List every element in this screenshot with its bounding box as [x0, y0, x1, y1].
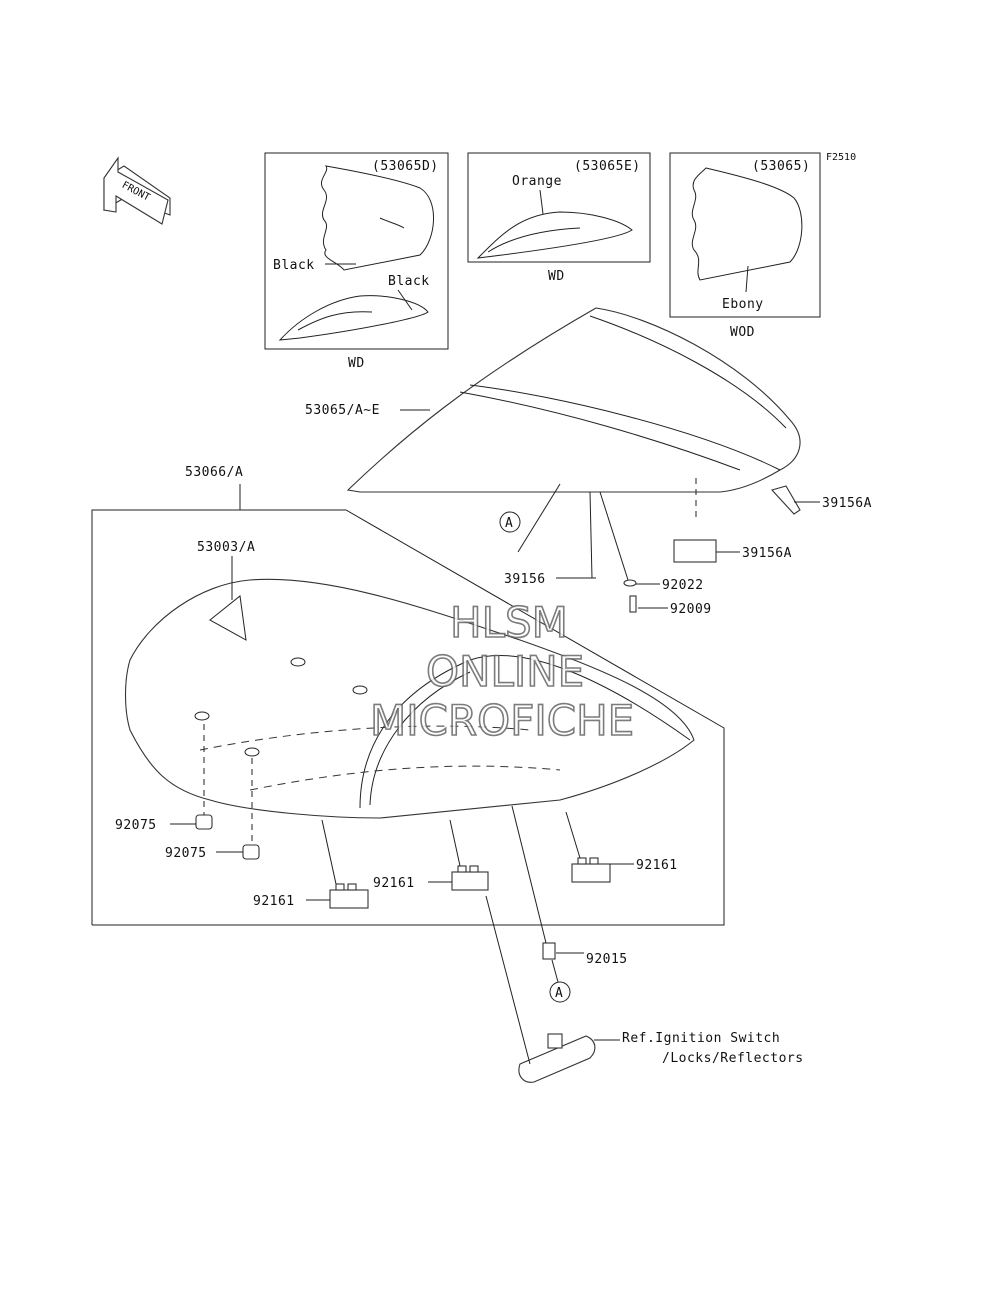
variant-box-53065E: (53065E) Orange WD — [467, 152, 651, 284]
label-53003: 53003/A — [197, 540, 255, 555]
label-92161-a: 92161 — [253, 894, 295, 909]
part-92022-washer — [599, 491, 660, 587]
color-label-black-1: Black — [273, 258, 315, 273]
label-92075-b: 92075 — [165, 846, 207, 861]
seat-cover — [346, 307, 801, 520]
figure-code: F2510 — [826, 152, 856, 163]
label-39156A-top: 39156A — [822, 496, 872, 511]
front-arrow-icon: FRONT — [103, 156, 171, 225]
ref-mark-a-lower — [549, 981, 571, 1003]
label-92161-b: 92161 — [373, 876, 415, 891]
variant-code: (53065D) — [372, 159, 439, 174]
variant-code: (53065E) — [574, 159, 641, 174]
watermark-line-1: HLSM — [450, 598, 568, 647]
variant-caption: WOD — [730, 325, 755, 340]
variant-code: (53065) — [752, 159, 810, 174]
variant-caption: WD — [348, 356, 365, 371]
watermark-line-3: MICROFICHE — [370, 696, 634, 745]
seat — [125, 578, 695, 819]
label-53065: 53065/A~E — [305, 403, 380, 418]
ref-mark-a-upper — [499, 511, 521, 533]
reference-line-1: Ref.Ignition Switch — [622, 1031, 780, 1046]
watermark-line-2: ONLINE — [426, 647, 584, 696]
label-92161-c: 92161 — [636, 858, 678, 873]
ref-mark-a-upper-label: A — [505, 516, 513, 531]
label-92009: 92009 — [670, 602, 712, 617]
label-92015: 92015 — [586, 952, 628, 967]
ignition-lock-part — [485, 895, 620, 1083]
part-92009-bolt — [629, 595, 668, 613]
label-92075-a: 92075 — [115, 818, 157, 833]
color-label-ebony: Ebony — [722, 297, 764, 312]
variant-caption: WD — [548, 269, 565, 284]
part-92015-collar — [511, 805, 584, 960]
part-39156A-pad — [673, 539, 740, 563]
label-39156: 39156 — [504, 572, 546, 587]
part-92075-damper-b — [216, 758, 260, 860]
variant-box-53065: (53065) Ebony WOD — [669, 152, 821, 340]
assembly-box — [91, 509, 725, 926]
color-label-black-2: Black — [388, 274, 430, 289]
watermark: HLSM ONLINE MICROFICHE — [369, 597, 635, 746]
part-92161-bracket-a — [306, 819, 369, 909]
label-39156A-bottom: 39156A — [742, 546, 792, 561]
part-92075-damper-a — [170, 724, 213, 830]
variant-box-53065D: (53065D) Black Black WD — [264, 152, 449, 371]
label-53066: 53066/A — [185, 465, 243, 480]
part-39156A-clip — [770, 485, 820, 515]
label-92022: 92022 — [662, 578, 704, 593]
part-92161-bracket-b — [428, 819, 489, 891]
ref-mark-a-lower-label: A — [555, 986, 563, 1001]
color-label-orange: Orange — [512, 174, 562, 189]
reference-line-2: /Locks/Reflectors — [662, 1051, 804, 1066]
part-92161-bracket-c — [565, 811, 634, 883]
